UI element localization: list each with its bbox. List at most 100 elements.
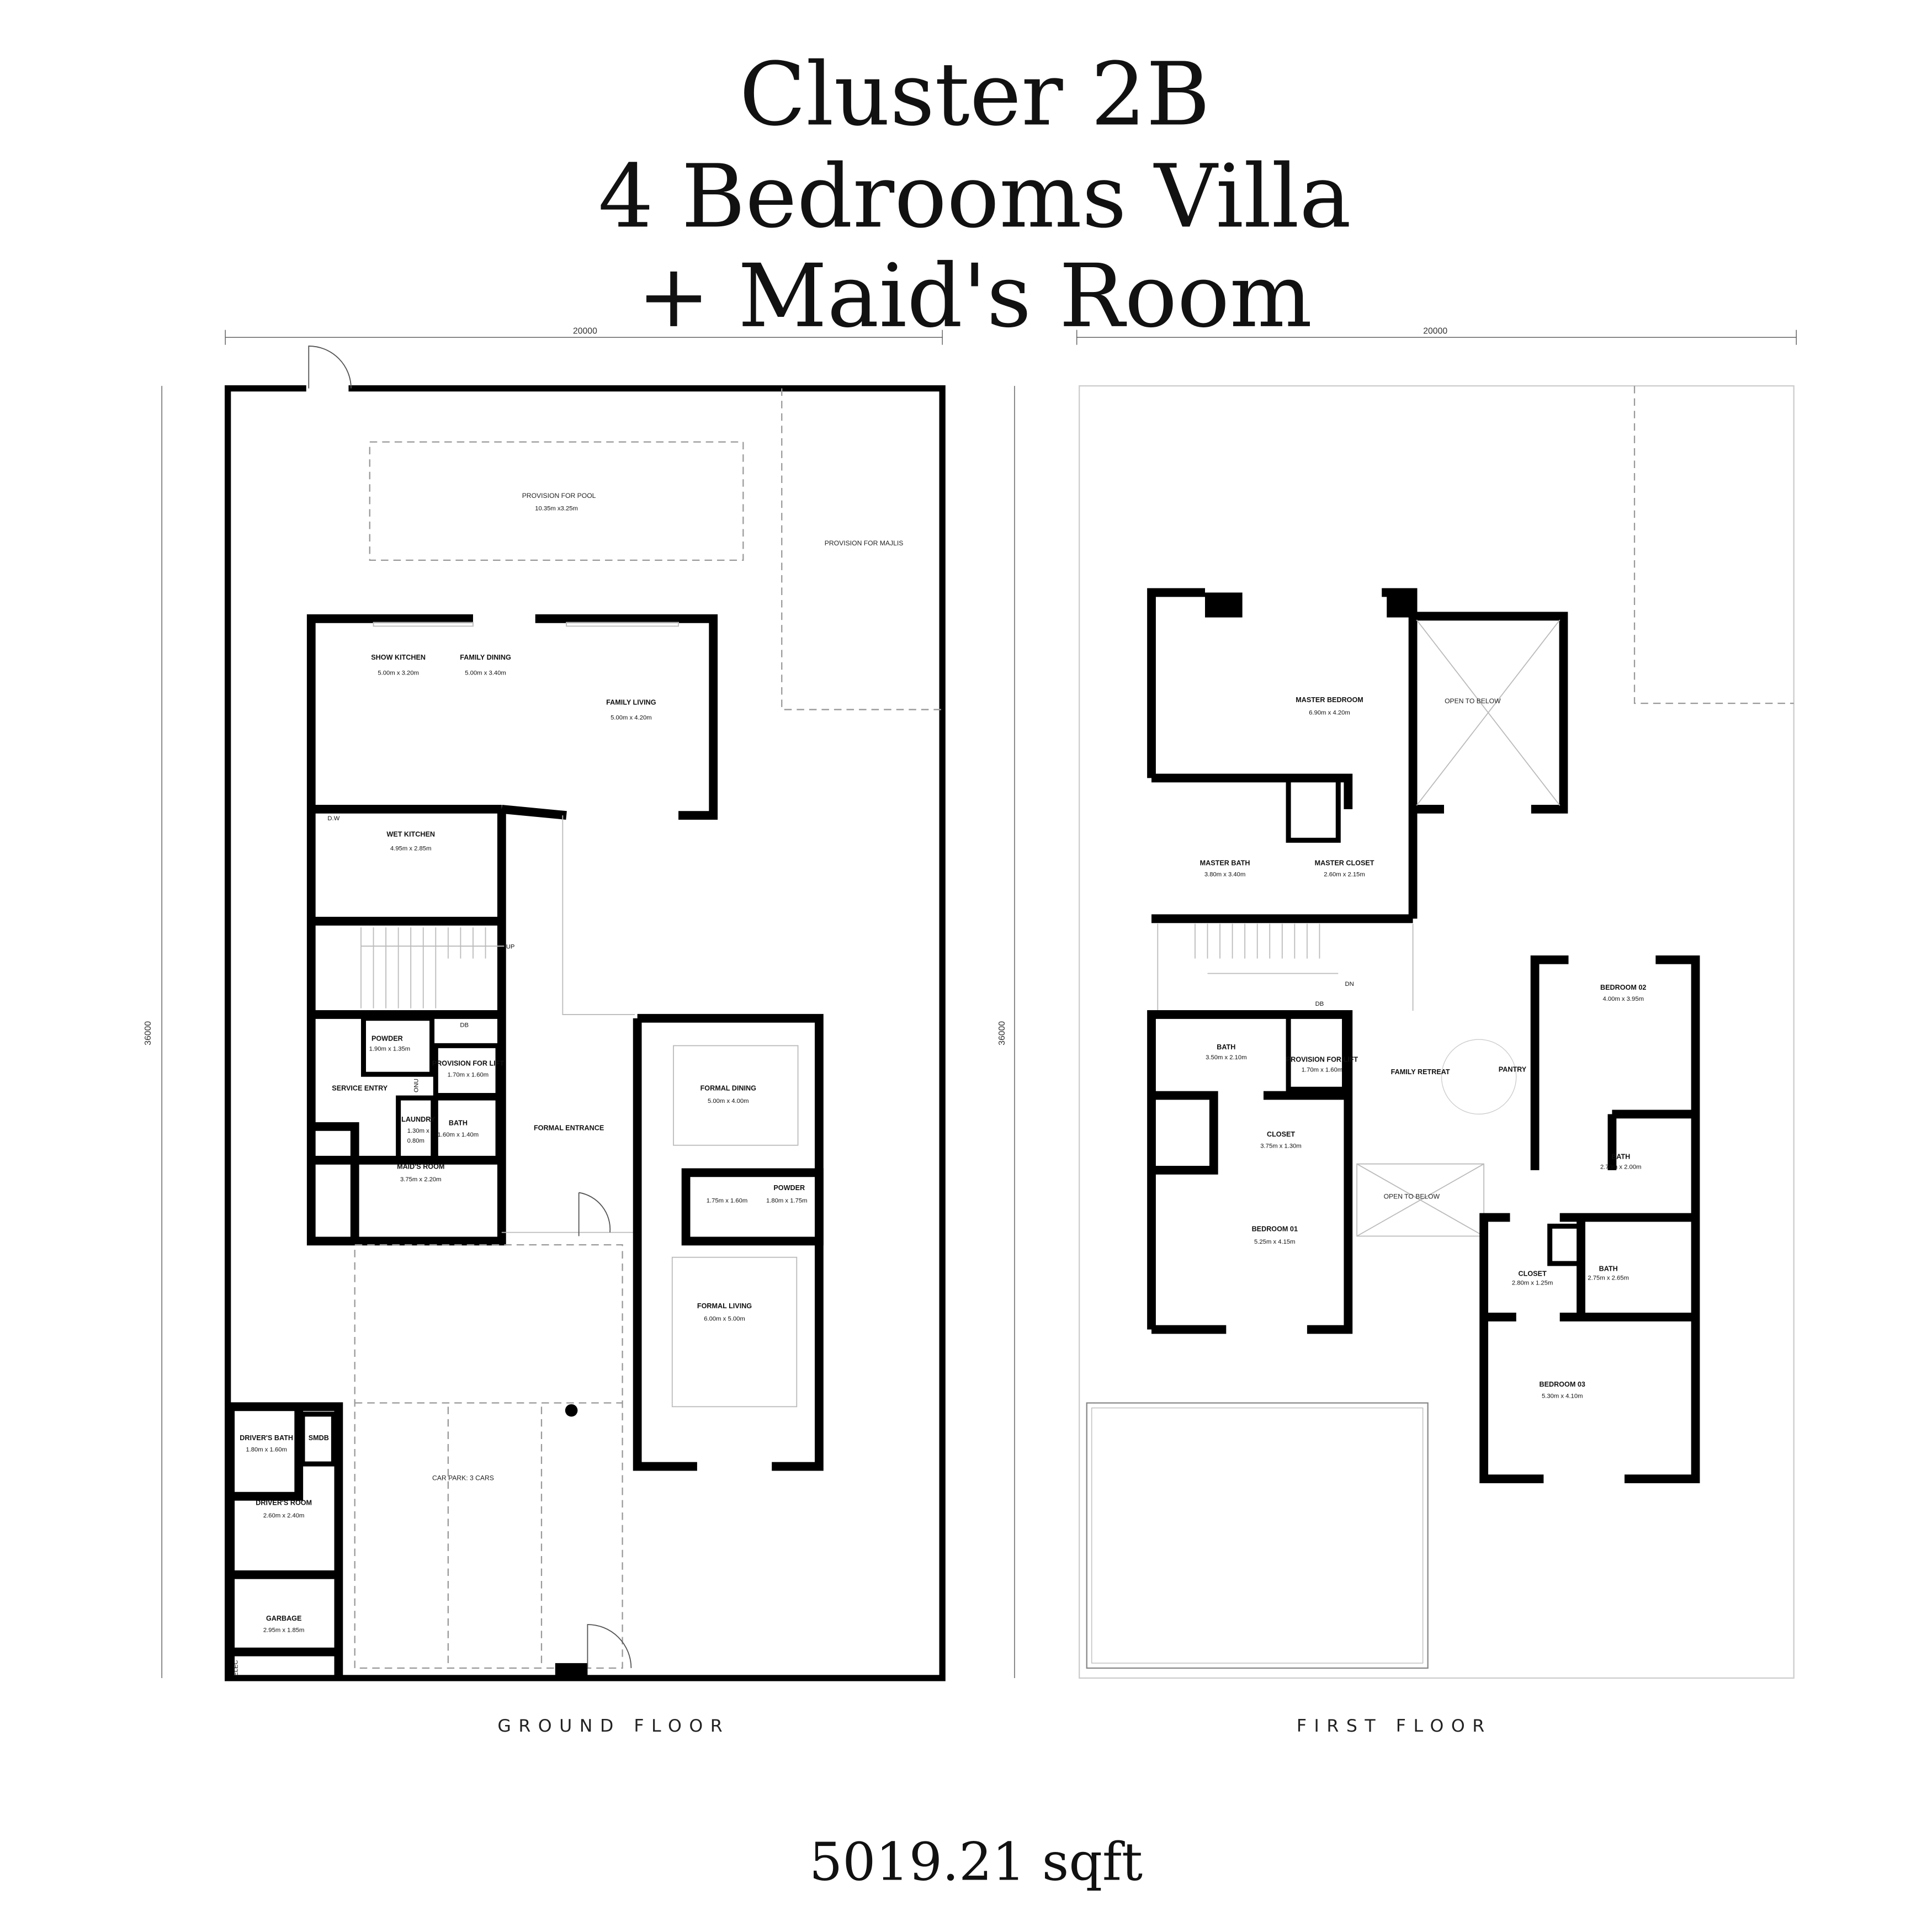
svg-text:BEDROOM 03: BEDROOM 03: [1540, 1381, 1585, 1388]
svg-text:2.60m x 2.15m: 2.60m x 2.15m: [1324, 872, 1365, 878]
room-formal-entrance: FORMAL ENTRANCE: [534, 1124, 604, 1132]
svg-text:1.70m x 1.60m: 1.70m x 1.60m: [448, 1072, 489, 1079]
title-line-1: Cluster 2B: [739, 44, 1210, 146]
room-bath: BATH 1.60m x 1.40m: [438, 1119, 479, 1138]
room-bedroom-01: BEDROOM 015.25m x 4.15m: [1252, 1225, 1298, 1245]
svg-text:5.00m x 4.00m: 5.00m x 4.00m: [708, 1098, 749, 1105]
svg-text:6.00m x 5.00m: 6.00m x 5.00m: [704, 1316, 745, 1323]
svg-text:DRIVER'S BATH: DRIVER'S BATH: [240, 1434, 293, 1442]
svg-text:BATH: BATH: [1217, 1043, 1235, 1051]
svg-text:5.00m x 4.20m: 5.00m x 4.20m: [611, 714, 652, 721]
ff-db-tag: DB: [1315, 1001, 1324, 1007]
svg-text:1.90m x 1.35m: 1.90m x 1.35m: [369, 1045, 411, 1052]
majlis-provision-area: [781, 388, 943, 710]
svg-text:BATH: BATH: [1611, 1153, 1630, 1161]
majlis-label: PROVISION FOR MAJLIS: [825, 539, 904, 547]
room-smdb: SMDB: [309, 1434, 329, 1442]
svg-text:CLOSET: CLOSET: [1519, 1270, 1547, 1278]
svg-text:3.75m x 1.30m: 3.75m x 1.30m: [1260, 1143, 1302, 1149]
room-ff-lift-provision: PROVISION FOR LIFT 1.70m x 1.60m: [1286, 1056, 1358, 1074]
svg-text:GARBAGE: GARBAGE: [266, 1615, 301, 1622]
ff-majlis-outline: [1633, 386, 1794, 704]
svg-text:BEDROOM 02: BEDROOM 02: [1600, 984, 1646, 991]
svg-text:5.00m x 3.40m: 5.00m x 3.40m: [465, 670, 506, 676]
onu-tag: ONU: [413, 1079, 420, 1092]
gf-depth-label: 36000: [144, 1021, 153, 1045]
svg-text:FORMAL LIVING: FORMAL LIVING: [697, 1302, 752, 1310]
svg-text:CLOSET: CLOSET: [1267, 1130, 1295, 1138]
svg-text:PROVISION FOR POOL: PROVISION FOR POOL: [522, 492, 596, 500]
svg-text:1.60m x 1.40m: 1.60m x 1.40m: [438, 1132, 479, 1138]
ff-plot-boundary: [1079, 385, 1795, 1679]
room-pantry: PANTRY: [1499, 1066, 1527, 1074]
svg-text:BATH: BATH: [449, 1119, 468, 1127]
svg-text:BATH: BATH: [1599, 1265, 1618, 1273]
stair-up-tag: UP: [506, 943, 515, 950]
svg-text:MASTER BEDROOM: MASTER BEDROOM: [1296, 696, 1363, 704]
room-closet-bedroom-01: CLOSET 3.75m x 1.30m: [1260, 1130, 1302, 1149]
room-family-dining: FAMILY DINING 5.00m x 3.40m: [460, 654, 511, 676]
room-car-park: CAR PARK: 3 CARS: [432, 1474, 494, 1482]
room-bath-bedroom-02: BATH 2.70m x 2.00m: [1600, 1153, 1642, 1171]
stair-down-tag: DN: [1345, 981, 1354, 988]
room-maids-room: MAID'S ROOM 3.75m x 2.20m: [397, 1163, 444, 1183]
db-tag: DB: [460, 1022, 469, 1029]
open-to-below-2: OPEN TO BELOW: [1384, 1193, 1440, 1201]
room-bath-bedroom-03: BATH 2.75m x 2.65m: [1588, 1265, 1629, 1282]
first-floor-label: FIRST FLOOR: [1297, 1716, 1492, 1736]
svg-text:1.80m x 1.75m: 1.80m x 1.75m: [766, 1197, 808, 1204]
room-formal-powder-vanity: 1.75m x 1.60m: [707, 1197, 748, 1204]
ff-depth-label: 36000: [997, 1021, 1007, 1045]
svg-text:1.30m x: 1.30m x: [407, 1128, 429, 1134]
svg-text:MAID'S ROOM: MAID'S ROOM: [397, 1163, 444, 1171]
room-lift-provision: PROVISION FOR LIFT 1.70m x 1.60m: [432, 1059, 505, 1078]
title-line-3: + Maid's Room: [637, 246, 1312, 347]
title-line-2: 4 Bedrooms Villa: [598, 146, 1351, 247]
room-formal-powder: POWDER 1.80m x 1.75m: [766, 1184, 808, 1204]
svg-text:WET KITCHEN: WET KITCHEN: [386, 830, 435, 838]
svg-text:5.25m x 4.15m: 5.25m x 4.15m: [1254, 1239, 1296, 1245]
svg-text:3.75m x 2.20m: 3.75m x 2.20m: [400, 1176, 442, 1183]
room-drivers-bath: DRIVER'S BATH 1.80m x 1.60m: [240, 1434, 293, 1453]
svg-text:PROVISION FOR LIFT: PROVISION FOR LIFT: [432, 1059, 505, 1067]
svg-text:1.70m x 1.60m: 1.70m x 1.60m: [1302, 1067, 1343, 1074]
room-family-retreat: FAMILY RETREAT: [1391, 1068, 1450, 1076]
total-area: 5019.21 sqft: [809, 1832, 1143, 1892]
svg-text:PROVISION FOR LIFT: PROVISION FOR LIFT: [1286, 1056, 1358, 1064]
room-ff-bath-1: BATH 3.50m x 2.10m: [1206, 1043, 1247, 1061]
svg-text:DRIVER'S ROOM: DRIVER'S ROOM: [256, 1499, 312, 1506]
column-marker: [565, 1404, 578, 1417]
room-formal-living: FORMAL LIVING 6.00m x 5.00m: [697, 1302, 752, 1323]
svg-text:6.90m x 4.20m: 6.90m x 4.20m: [1309, 709, 1350, 716]
entry-door-icon: [587, 1624, 632, 1668]
room-closet-bedroom-03: CLOSET 2.80m x 1.25m: [1512, 1270, 1553, 1287]
svg-text:0.80m: 0.80m: [407, 1138, 424, 1144]
svg-text:4.95m x 2.85m: 4.95m x 2.85m: [390, 845, 432, 852]
pool-label: PROVISION FOR POOL 10.35m x3.25m: [522, 492, 596, 512]
open-to-below-1: OPEN TO BELOW: [1445, 697, 1501, 705]
ff-width-label: 20000: [1423, 326, 1447, 336]
svg-text:3.80m x 3.40m: 3.80m x 3.40m: [1204, 872, 1246, 878]
room-wet-kitchen: WET KITCHEN 4.95m x 2.85m: [386, 830, 435, 852]
svg-text:4.00m x 3.95m: 4.00m x 3.95m: [1602, 996, 1644, 1002]
room-bedroom-03: BEDROOM 035.30m x 4.10m: [1540, 1381, 1585, 1399]
gf-walls: [306, 614, 718, 1246]
svg-text:3.50m x 2.10m: 3.50m x 2.10m: [1206, 1054, 1247, 1061]
room-master-bedroom: MASTER BEDROOM 6.90m x 4.20m: [1296, 696, 1363, 716]
svg-text:2.75m x 2.65m: 2.75m x 2.65m: [1588, 1275, 1629, 1281]
main-door-icon: [578, 1192, 611, 1236]
svg-text:POWDER: POWDER: [773, 1184, 805, 1192]
svg-text:2.70m x 2.00m: 2.70m x 2.00m: [1600, 1164, 1642, 1171]
svg-text:1.80m x 1.60m: 1.80m x 1.60m: [246, 1447, 287, 1453]
svg-text:FAMILY DINING: FAMILY DINING: [460, 654, 511, 661]
svg-text:2.80m x 1.25m: 2.80m x 1.25m: [1512, 1280, 1553, 1286]
svg-text:2.60m x 2.40m: 2.60m x 2.40m: [263, 1512, 305, 1519]
